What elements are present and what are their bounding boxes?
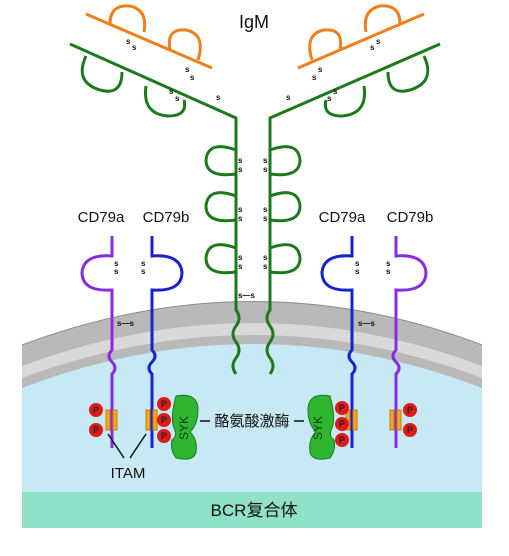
svg-text:s: s xyxy=(126,37,131,46)
svg-text:s—s: s—s xyxy=(238,291,255,300)
svg-text:s: s xyxy=(355,267,360,276)
kinase-label: 酪氨酸激酶 xyxy=(214,413,289,430)
svg-text:s: s xyxy=(333,87,338,96)
cd79-left-disulfides: s s s s s—s xyxy=(114,259,146,328)
igm-disulfide-markers: s s s s s s s s s s s s s s s s s s s s … xyxy=(126,37,381,300)
svg-text:P: P xyxy=(161,431,167,441)
svg-text:s: s xyxy=(238,156,243,165)
svg-text:s: s xyxy=(263,156,268,165)
igm-light-chain-right xyxy=(297,4,425,70)
svg-text:P: P xyxy=(161,399,167,409)
cd79a-right xyxy=(320,236,357,448)
svg-text:SYK: SYK xyxy=(311,416,325,440)
svg-text:P: P xyxy=(339,419,345,429)
svg-text:s: s xyxy=(318,65,323,74)
svg-text:P: P xyxy=(339,403,345,413)
svg-text:s: s xyxy=(190,73,195,82)
svg-text:s: s xyxy=(132,43,137,52)
cd79b-left xyxy=(147,236,184,448)
svg-text:P: P xyxy=(407,405,413,415)
svg-text:s: s xyxy=(263,205,268,214)
footer-label: BCR复合体 xyxy=(211,501,298,520)
svg-text:s—s: s—s xyxy=(358,319,375,328)
itam-pointer xyxy=(107,433,147,459)
syk-kinase-left: SYK xyxy=(171,394,199,460)
svg-text:s: s xyxy=(263,262,268,271)
svg-text:s: s xyxy=(238,165,243,174)
svg-text:s: s xyxy=(263,214,268,223)
svg-text:s: s xyxy=(216,93,221,102)
cd79b-left-label: CD79b xyxy=(143,209,190,226)
igm-light-chain-left xyxy=(85,4,213,70)
svg-text:s: s xyxy=(141,259,146,268)
igm-title: IgM xyxy=(239,12,269,32)
svg-text:P: P xyxy=(93,405,99,415)
svg-text:s: s xyxy=(386,267,391,276)
footer-band xyxy=(22,492,482,528)
svg-text:P: P xyxy=(161,415,167,425)
svg-text:s: s xyxy=(312,73,317,82)
cd79b-right-label: CD79b xyxy=(387,209,434,226)
svg-text:s: s xyxy=(169,87,174,96)
svg-text:s: s xyxy=(286,93,291,102)
svg-text:s: s xyxy=(238,214,243,223)
svg-text:s—s: s—s xyxy=(117,319,134,328)
syk-kinase-right: SYK xyxy=(307,394,335,460)
itam-boxes xyxy=(105,409,402,431)
cd79b-right xyxy=(391,236,428,448)
svg-text:s: s xyxy=(141,267,146,276)
itam-label: ITAM xyxy=(111,465,146,482)
svg-text:s: s xyxy=(114,259,119,268)
phosphate-groups: P P P P P P P P P P xyxy=(89,397,417,447)
svg-text:s: s xyxy=(376,37,381,46)
svg-text:s: s xyxy=(263,165,268,174)
svg-text:s: s xyxy=(175,94,180,103)
svg-text:P: P xyxy=(339,435,345,445)
cd79a-left xyxy=(80,236,117,448)
svg-text:s: s xyxy=(386,259,391,268)
svg-text:s: s xyxy=(238,253,243,262)
cd79a-left-label: CD79a xyxy=(78,209,125,226)
svg-text:P: P xyxy=(93,425,99,435)
svg-text:s: s xyxy=(370,43,375,52)
svg-text:s: s xyxy=(238,205,243,214)
svg-text:SYK: SYK xyxy=(177,416,191,440)
igm-heavy-chain-right xyxy=(265,42,441,375)
svg-text:s: s xyxy=(327,94,332,103)
svg-text:s: s xyxy=(263,253,268,262)
cd79a-right-label: CD79a xyxy=(319,209,366,226)
cell-membrane xyxy=(21,301,483,492)
svg-text:s: s xyxy=(238,262,243,271)
svg-text:s: s xyxy=(185,65,190,74)
svg-text:s: s xyxy=(114,267,119,276)
svg-text:s: s xyxy=(355,259,360,268)
cd79-right-disulfides: s s s s s—s xyxy=(355,259,391,328)
igm-heavy-chain-left xyxy=(69,42,241,375)
svg-text:P: P xyxy=(407,425,413,435)
